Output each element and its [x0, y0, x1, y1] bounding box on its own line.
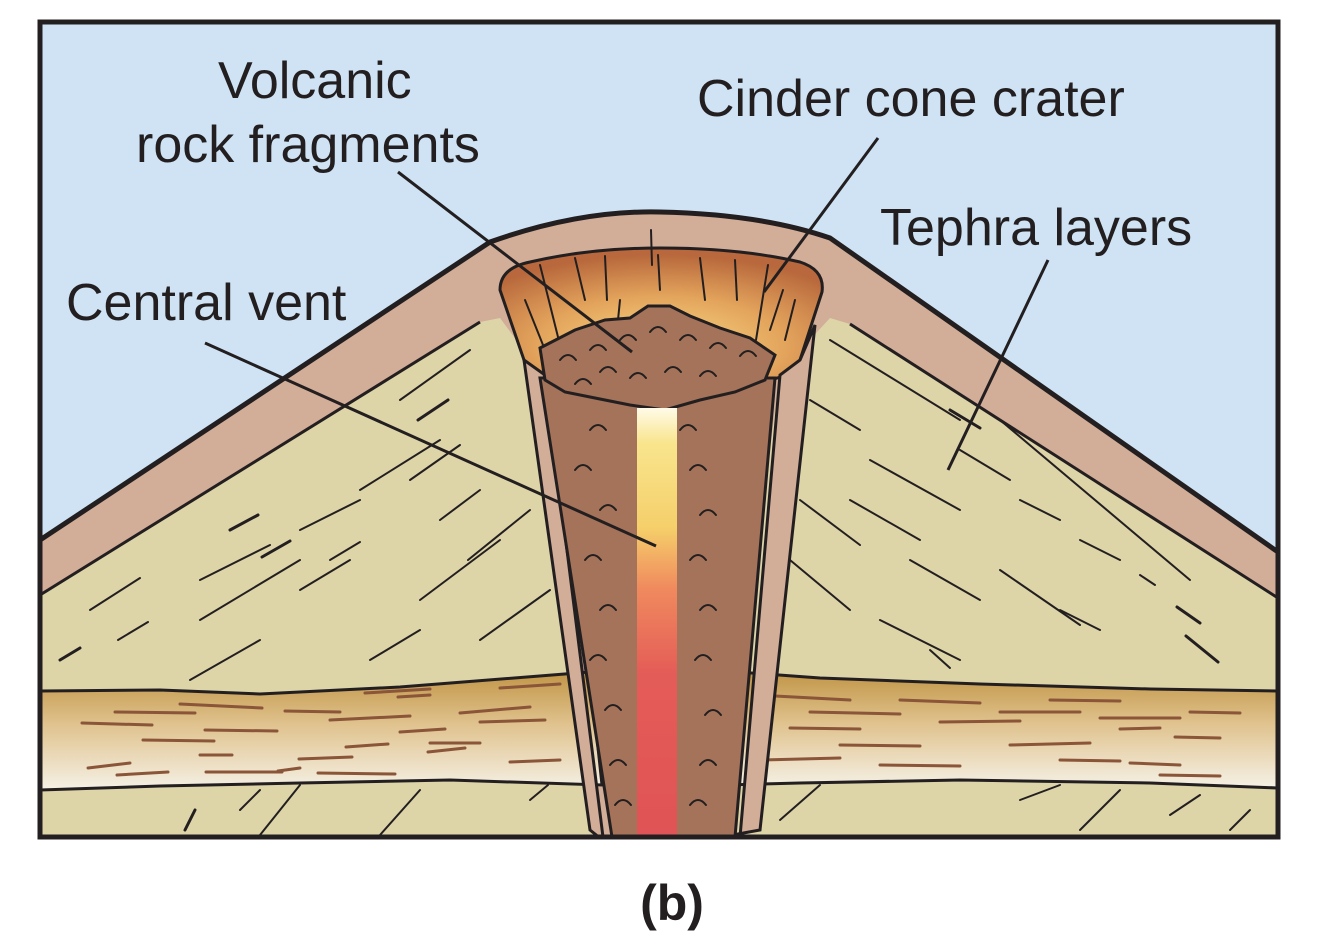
clast-marks — [559, 326, 757, 806]
leader-volcanic-rock-fragments — [397, 170, 633, 354]
label-rock-fragments: rock fragments — [136, 116, 480, 174]
rock-fragments-pile — [538, 304, 777, 412]
label-volcanic: Volcanic — [218, 52, 412, 110]
sediment-layer-right — [723, 670, 1278, 790]
crust-inner-line-right — [849, 322, 1278, 600]
tephra-hatching — [58, 339, 1251, 836]
cone-surface-outline — [40, 209, 1278, 555]
leader-central-vent — [204, 341, 657, 548]
crust-inner-line-left — [40, 320, 481, 597]
label-tephra-layers: Tephra layers — [880, 199, 1192, 257]
figure-caption: (b) — [640, 875, 704, 931]
sediment-layer-left — [40, 670, 604, 792]
label-central-vent: Central vent — [66, 274, 347, 332]
lava-column — [637, 408, 677, 837]
leader-tephra-layers — [946, 259, 1050, 471]
sediment-strata — [80, 682, 1242, 778]
label-cinder-cone-crater: Cinder cone crater — [697, 70, 1125, 128]
diagram-frame — [37, 19, 1281, 840]
leader-cinder-cone-crater — [762, 137, 880, 293]
